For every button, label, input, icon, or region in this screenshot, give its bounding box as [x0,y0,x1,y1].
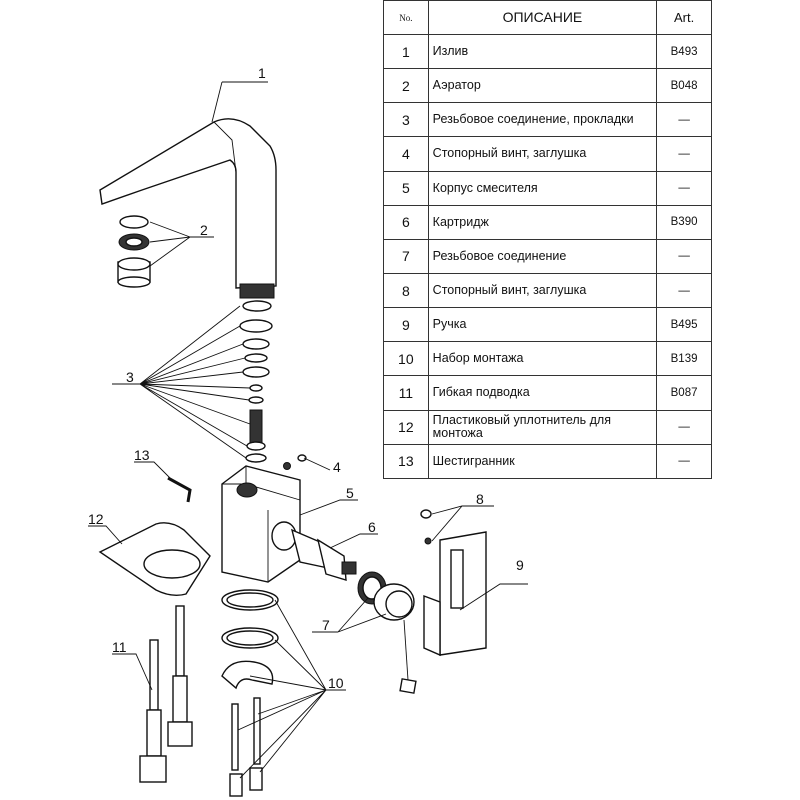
cell-no: 9 [383,307,429,343]
cell-art: B139 [656,341,712,377]
cell-art: — [656,102,712,138]
cell-no: 6 [383,204,429,240]
cell-art: B493 [656,33,712,70]
cell-no: 1 [383,33,429,70]
cell-description: Стопорный винт, заглушка [427,136,658,172]
cell-art: — [656,443,712,480]
cell-description: Резьбовое соединение, прокладки [427,102,658,138]
cell-description: Набор монтажа [427,341,658,377]
cell-no: 13 [383,443,429,480]
cell-no: 4 [383,136,429,172]
cell-description: Аэратор [427,68,658,104]
cell-art: — [656,170,712,206]
callout-2: 2 [200,222,208,238]
part-mixer-body [221,465,301,583]
callout-5: 5 [346,485,354,501]
callout-6: 6 [368,519,376,535]
cell-no: 12 [383,409,429,445]
cell-art: — [656,272,712,309]
callout-12: 12 [88,511,104,527]
part-spout [99,118,277,299]
cell-no: 5 [383,170,429,206]
header-description: ОПИСАНИЕ [427,0,658,35]
part-mounting-kit [221,589,279,797]
part-gaskets-stack [239,300,273,463]
cell-no: 7 [383,238,429,274]
callout-3: 3 [126,369,134,385]
cell-description: Гибкая подводка [427,375,658,411]
cell-description: Излив [427,33,658,70]
cell-description: Шестигранник [427,443,658,480]
cell-description: Корпус смесителя [427,170,658,206]
cell-art: — [656,238,712,274]
cell-art: B048 [656,68,712,104]
cell-description: Пластиковый уплотнитель для монтожа [427,409,658,445]
cell-description: Резьбовое соединение [427,238,658,274]
part-hex-key [167,476,192,503]
part-handle [423,531,487,657]
cell-description: Ручка [427,307,658,343]
callout-4: 4 [333,459,341,475]
leader-lines [88,81,528,779]
cell-no: 3 [383,102,429,138]
part-flexible-hoses [139,605,193,783]
cell-no: 2 [383,68,429,104]
part-cartridge [290,528,357,581]
header-no: No. [383,0,429,35]
cell-art: B390 [656,204,712,240]
cell-no: 10 [383,341,429,377]
callout-8: 8 [476,491,484,507]
part-screw-cap [420,509,432,545]
callout-9: 9 [516,557,524,573]
part-set-screw [283,454,307,470]
part-threaded-connection [357,571,417,694]
callout-numbers: 1 2 3 4 5 6 7 8 9 10 11 12 13 [88,65,524,691]
callout-1: 1 [258,65,266,81]
cell-art: — [656,409,712,445]
part-plastic-seal [98,522,211,597]
cell-description: Стопорный винт, заглушка [427,272,658,309]
cell-no: 8 [383,272,429,309]
callout-11: 11 [112,639,127,655]
cell-art: — [656,136,712,172]
callout-13: 13 [134,447,150,463]
callout-10: 10 [328,675,344,691]
callout-7: 7 [322,617,330,633]
part-aerator [117,215,151,288]
cell-art: B495 [656,307,712,343]
cell-description: Картридж [427,204,658,240]
cell-art: B087 [656,375,712,411]
table-header-row: No. ОПИСАНИЕ Art. [383,0,712,35]
cell-no: 11 [383,375,429,411]
header-art: Art. [656,0,712,35]
